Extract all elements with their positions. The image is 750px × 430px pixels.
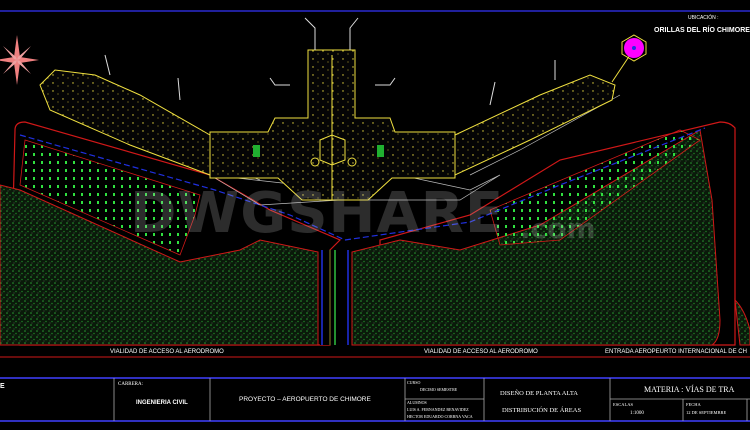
fecha-value: 12 DE SEPTIEMBRE <box>686 410 727 415</box>
parking-lot-right <box>489 129 701 246</box>
materia: MATERIA : VÍAS DE TRA <box>644 384 735 394</box>
title-block-cut-text: E <box>0 383 5 390</box>
escalas-value: 1:1000 <box>630 411 644 416</box>
alumnos-label: ALUMNOS <box>407 400 427 405</box>
fecha-label: FECHA <box>686 402 702 407</box>
watermark: DWGSHARE <box>130 181 504 246</box>
sheet-title-2: DISTRIBUCIÓN DE ÁREAS <box>502 406 581 414</box>
curso-label: CURSO <box>407 380 420 385</box>
stair-green <box>253 145 260 157</box>
carrera-label: CARRERA: <box>118 382 143 387</box>
escalas-label: ESCALAS <box>613 402 634 407</box>
stair-green <box>377 145 384 157</box>
watermark-suffix: .com <box>520 212 596 245</box>
helipad-icon <box>621 34 647 62</box>
road-centerline-left <box>19 134 346 241</box>
carrera-value: INGENIERIA CIVIL <box>136 400 188 406</box>
terminal-building <box>39 49 631 201</box>
project-name: PROYECTO – AEROPUERTO DE CHIMORE <box>239 396 371 403</box>
location-label: UBICACIÓN : <box>688 14 719 21</box>
road-label-center: VIALIDAD DE ACCESO AL AERODROMO <box>424 349 538 355</box>
road-centerline-right <box>344 127 706 241</box>
alumno-2: HECTOR EDUARDO CORRNA VACA <box>407 414 473 419</box>
road-label-right: ENTRADA AEROPEURTO INTERNACIONAL DE CH <box>605 349 747 355</box>
curso-value: DECIMO SEMESTRE <box>420 387 458 392</box>
title-block: E CARRERA: INGENIERIA CIVIL PROYECTO – A… <box>0 377 750 422</box>
jet-bridges <box>104 17 556 106</box>
alumno-1: LUIS A. FERNANDEZ BENAVIDEZ <box>407 407 469 412</box>
location-value: ORILLAS DEL RÍO CHIMORE <box>654 25 750 34</box>
north-arrow-icon <box>0 35 39 85</box>
terrain-area-left <box>0 184 319 346</box>
sheet-title-1: DISEÑO DE PLANTA ALTA <box>500 389 578 397</box>
road-label-left: VIALIDAD DE ACCESO AL AERODROMO <box>110 349 224 355</box>
parking-lot-left <box>19 139 201 256</box>
terrain-area-edge <box>734 298 750 346</box>
access-road <box>320 250 350 345</box>
